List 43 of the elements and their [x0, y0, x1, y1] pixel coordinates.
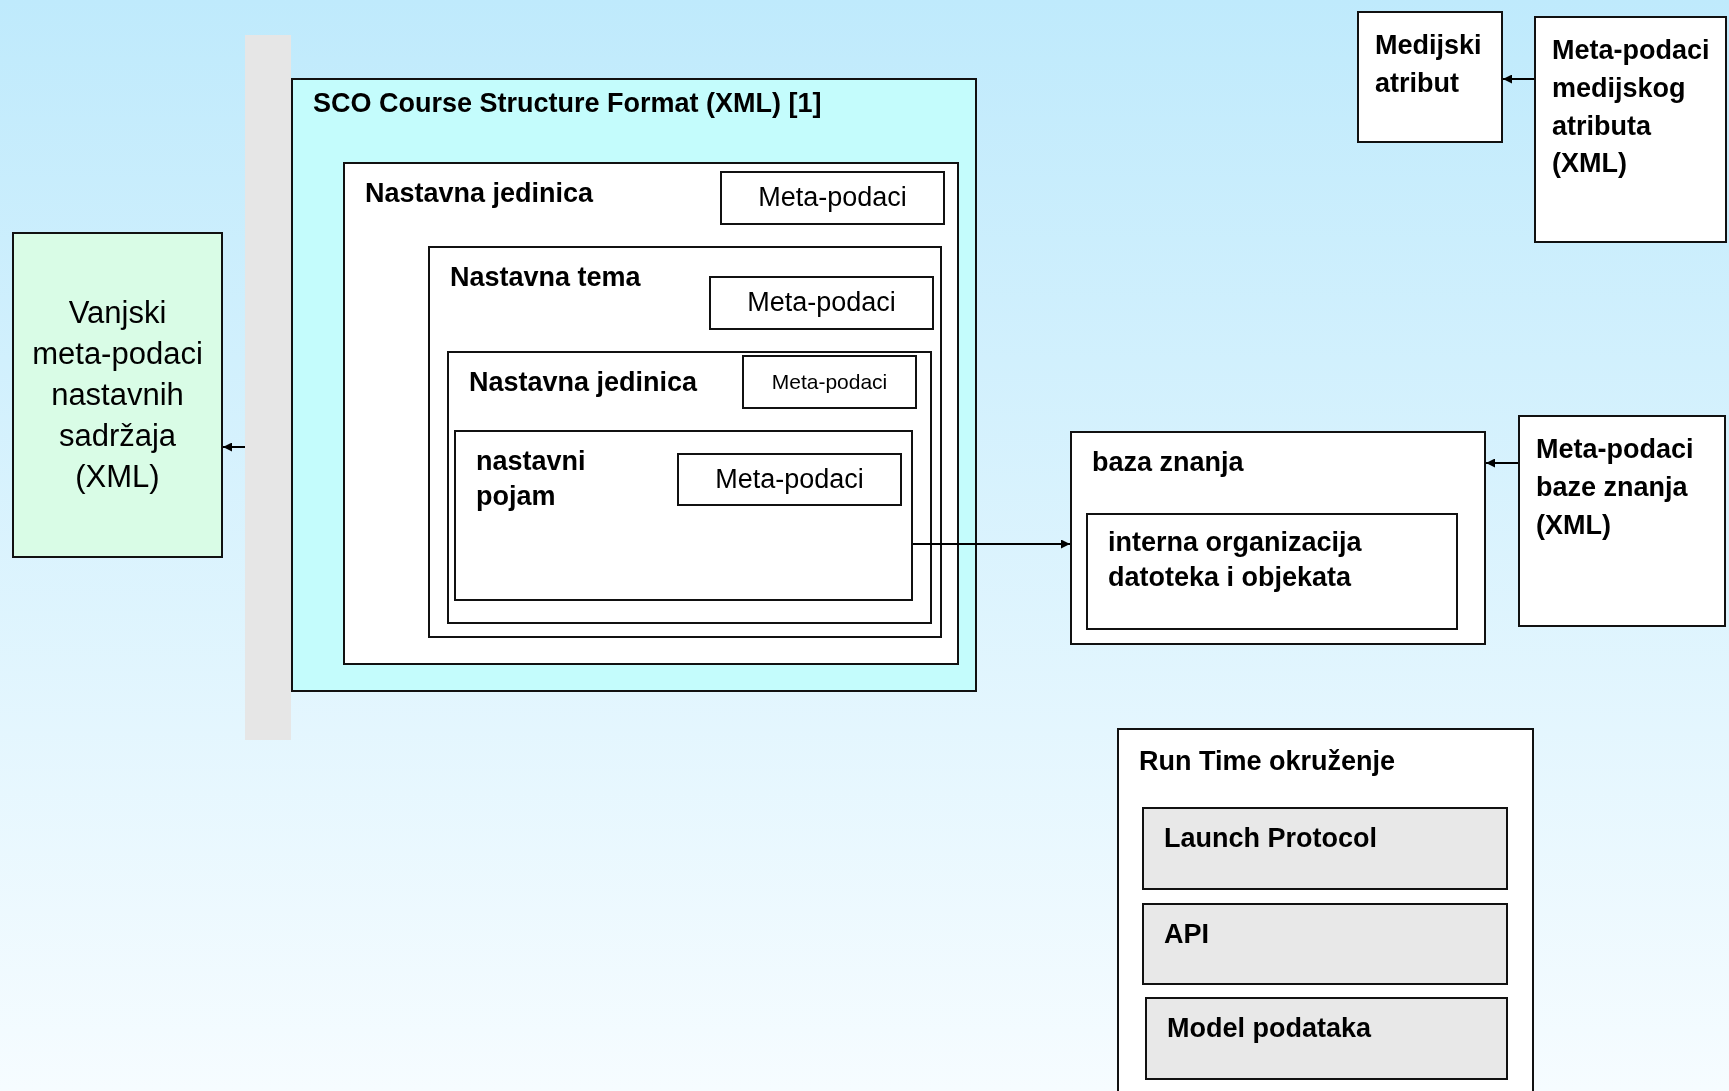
container-box	[1070, 431, 1486, 645]
metadata-box	[709, 276, 934, 330]
node-label: Meta-podaci	[770, 369, 889, 396]
storage-box	[1086, 513, 1458, 630]
node-label: Launch Protocol	[1164, 822, 1377, 855]
node-label: Meta-podaci	[714, 462, 865, 496]
attribute-box	[1357, 11, 1503, 143]
node-label: Run Time okruženje	[1139, 745, 1396, 778]
component-box	[1142, 807, 1508, 890]
node-label: Meta-podaci	[757, 181, 908, 215]
metadata-box	[1534, 16, 1727, 243]
container-box	[343, 162, 959, 665]
node-label: Meta-podaci medijskog atributa (XML)	[1552, 34, 1711, 181]
node-label: API	[1164, 918, 1209, 951]
side-bar	[245, 35, 291, 740]
node-label: Meta-podaci baze znanja (XML)	[1536, 433, 1695, 542]
node-label: interna organizacija datoteka i objekata	[1108, 526, 1363, 595]
metadata-box	[742, 355, 917, 409]
arrow	[912, 539, 1071, 549]
container-box	[428, 246, 942, 638]
source-box	[12, 232, 223, 558]
node-label: Nastavna jedinica	[469, 366, 698, 399]
component-box	[1142, 903, 1508, 985]
metadata-box	[720, 171, 945, 225]
node-label: Vanjski meta-podaci nastavnih sadržaja (XML)	[31, 293, 204, 496]
metadata-box	[677, 453, 902, 506]
node-label: Nastavna tema	[450, 261, 641, 294]
concept-box	[454, 430, 913, 601]
arrow	[222, 442, 246, 452]
arrow	[1485, 458, 1519, 468]
node-label: Meta-podaci	[746, 286, 897, 320]
component-box	[1145, 997, 1508, 1080]
node-label: SCO Course Structure Format (XML) [1]	[313, 87, 822, 120]
node-label: nastavni pojam	[476, 445, 587, 514]
arrow	[1502, 74, 1535, 84]
container-box	[291, 78, 977, 692]
node-label: Model podataka	[1167, 1012, 1372, 1045]
node-label: baza znanja	[1092, 446, 1244, 479]
node-label: Nastavna jedinica	[365, 177, 594, 210]
environment-box	[1117, 728, 1534, 1091]
metadata-box	[1518, 415, 1726, 627]
container-box	[447, 351, 932, 624]
node-label: Medijski atribut	[1375, 29, 1483, 100]
